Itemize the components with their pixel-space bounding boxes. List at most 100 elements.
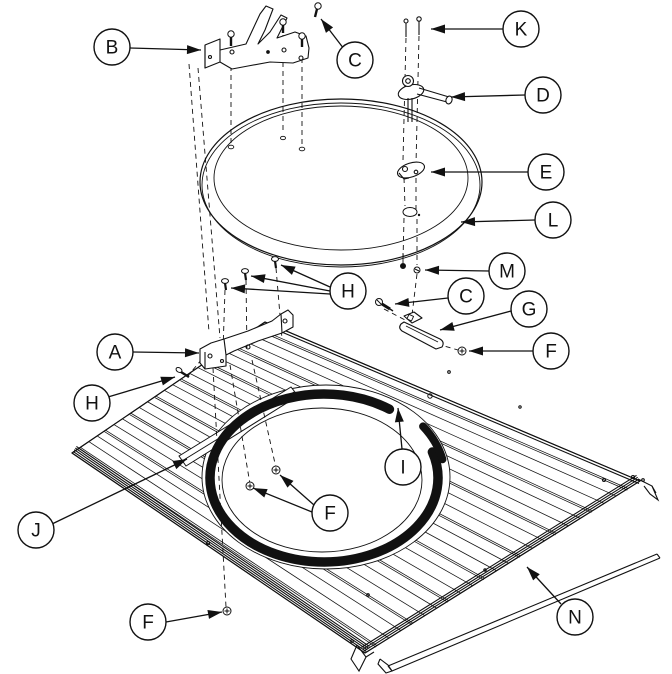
balloon-circle [556, 598, 594, 636]
balloon-circle [510, 290, 548, 328]
arrowhead-icon [207, 610, 222, 619]
arrowhead-icon [394, 408, 404, 423]
balloon-letter: C [459, 287, 473, 308]
balloon-circle [129, 603, 167, 641]
balloon-letter: C [348, 51, 362, 72]
arrowhead-icon [461, 217, 476, 227]
arrowhead-icon [251, 274, 266, 284]
callout-k-2: K [431, 10, 540, 48]
balloon-letter: L [548, 211, 559, 232]
callout-i-13: I [384, 407, 422, 486]
balloon-letter: K [515, 20, 528, 41]
lid-hole [280, 135, 286, 141]
lid-hole [227, 144, 235, 150]
balloon-letter: A [109, 343, 122, 364]
screws-f [222, 346, 467, 616]
callout-a-11: A [96, 333, 200, 371]
lid-screws-c [227, 2, 322, 47]
roof-dot [601, 477, 607, 483]
arrowhead-icon [321, 19, 334, 33]
callout-b-0: B [93, 28, 202, 66]
callout-c-1: C [320, 18, 374, 79]
balloon-letter: H [85, 394, 99, 415]
arrowhead-icon [172, 459, 187, 470]
callout-n-17: N [526, 566, 594, 636]
arrowhead-icon [160, 376, 175, 386]
callout-e-4: E [431, 153, 565, 191]
roof-dot [366, 593, 370, 597]
lid-hole [298, 146, 306, 152]
rod-bracket-e [396, 161, 426, 180]
screw-f-bottom [222, 606, 232, 616]
balloon-letter: B [106, 38, 119, 59]
screw-h-side [175, 366, 190, 379]
balloon-letter: F [324, 504, 336, 525]
balloon-circle [311, 494, 349, 532]
balloon-letter: E [540, 163, 553, 184]
crank-handle-d [397, 74, 453, 122]
leader-line [51, 458, 188, 525]
arrowhead-icon [527, 567, 540, 581]
balloon-circle [17, 511, 55, 549]
callout-h-10: H [230, 264, 367, 310]
balloon-letter: M [499, 262, 515, 283]
screw-f-ring2 [271, 465, 281, 475]
balloon-letter: H [341, 282, 355, 303]
balloon-circle [524, 76, 562, 114]
balloon-circle [329, 272, 367, 310]
arrowhead-icon [451, 92, 466, 102]
balloon-letter: F [142, 613, 154, 634]
callout-c-7: C [394, 277, 485, 315]
balloon-circle [73, 384, 111, 422]
roof-dot [350, 639, 354, 643]
balloon-circle [384, 448, 422, 486]
leader-line [230, 287, 331, 295]
roof-dot [205, 540, 211, 546]
arrowhead-icon [431, 167, 445, 177]
arrowhead-icon [425, 265, 440, 275]
callout-j-14: J [17, 458, 188, 549]
roof-dot [518, 405, 522, 409]
roof-dot [483, 568, 487, 572]
screws-h-top [221, 256, 279, 291]
roof-corner-fold-right [630, 474, 660, 502]
gasket-ring-i [205, 389, 447, 567]
roof-dot [447, 370, 451, 374]
callout-f-16: F [129, 603, 223, 641]
arrowhead-icon [440, 322, 455, 331]
balloon-letter: J [31, 521, 41, 542]
balloon-circle [502, 10, 540, 48]
callout-m-6: M [424, 252, 526, 290]
screws-k [403, 16, 422, 37]
balloon-circle [534, 201, 572, 239]
balloon-letter: I [400, 458, 405, 479]
roof-opening [201, 384, 451, 570]
callout-f-9: F [469, 332, 570, 370]
arrowhead-icon [280, 475, 294, 488]
arrowhead-icon [184, 348, 199, 358]
screw-f-right [457, 346, 467, 356]
screw-f-ring1 [245, 481, 255, 491]
callout-d-3: D [450, 76, 562, 114]
mounting-bracket-a [199, 309, 294, 370]
arrowhead-icon [231, 284, 246, 294]
lift-rod-end [402, 207, 421, 217]
arrowhead-icon [431, 24, 445, 34]
balloon-circle [527, 153, 565, 191]
balloon-circle [447, 277, 485, 315]
balloon-circle [93, 28, 131, 66]
roof-panel [71, 321, 661, 674]
arrowhead-icon [395, 297, 410, 307]
latch-g [399, 311, 444, 350]
balloon-letter: G [522, 300, 537, 321]
hinge-bracket-b [204, 5, 310, 70]
callout-f-15: F [252, 474, 349, 532]
arrowhead-icon [281, 265, 296, 275]
callout-h-12: H [73, 376, 176, 422]
screw-c2 [375, 298, 394, 312]
vent-lid [199, 98, 483, 268]
balloon-letter: N [568, 608, 582, 629]
